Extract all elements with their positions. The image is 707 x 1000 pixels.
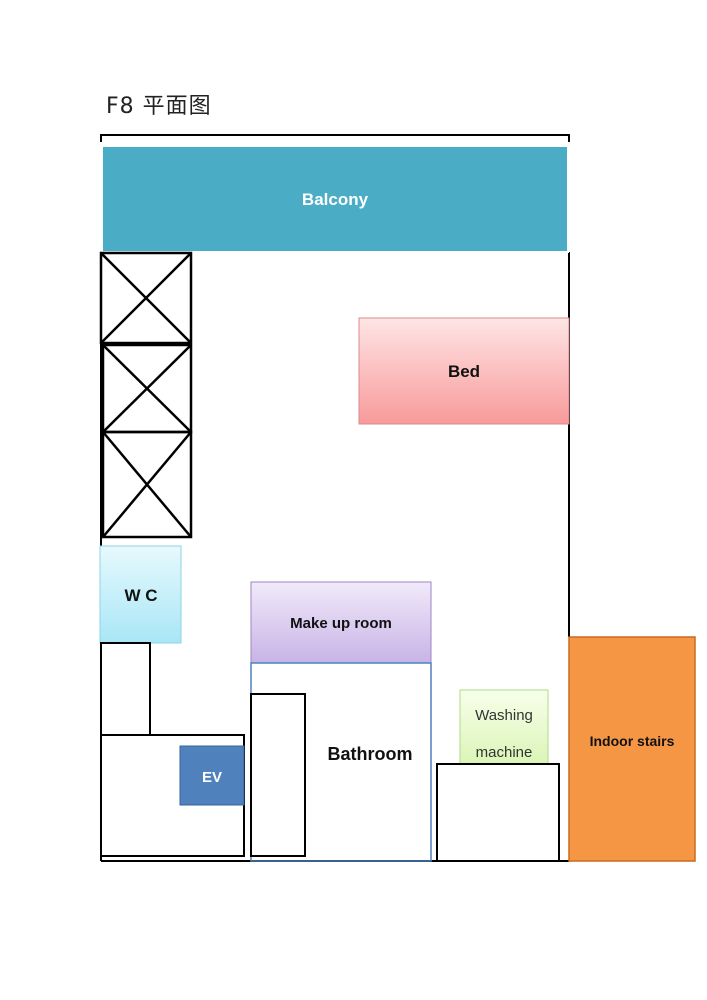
washing-machine-label-line2: machine	[476, 744, 533, 761]
balcony-area	[101, 145, 569, 253]
make-up-room-area	[250, 581, 432, 664]
bathroom-fixture	[250, 693, 306, 857]
indoor-stairs-area	[568, 636, 696, 862]
plan-title: F8 平面图	[106, 94, 212, 119]
bed-area	[358, 317, 570, 425]
indoor-stairs-label: Indoor stairs	[590, 733, 675, 749]
wc-area	[99, 545, 182, 644]
washing-machine-label-line1: Washing	[475, 707, 533, 724]
balcony-label: Balcony	[302, 190, 369, 209]
wardrobe-closet	[99, 251, 193, 539]
bed-label: Bed	[448, 362, 480, 381]
ev-label: EV	[202, 769, 222, 786]
bathroom-label: Bathroom	[328, 744, 413, 764]
make-up-room-label: Make up room	[290, 615, 392, 632]
wc-label: W C	[124, 586, 157, 605]
ev-area	[179, 745, 245, 806]
laundry-counter	[436, 763, 560, 862]
